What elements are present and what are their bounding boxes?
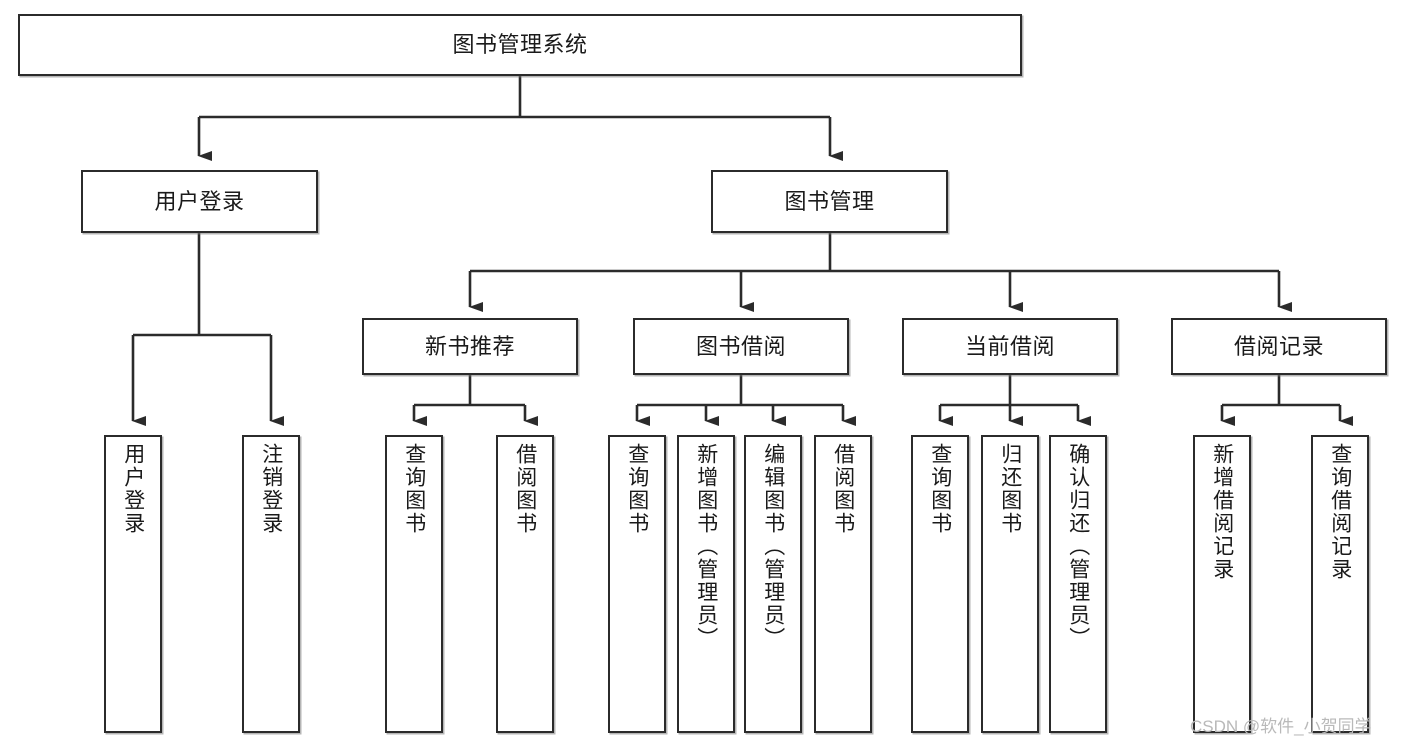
node-label: 用户登录: [154, 188, 245, 214]
node-current-borrowing[interactable]: 当前借阅: [902, 318, 1118, 375]
node-label: 查询图书: [625, 443, 649, 535]
node-label: 确认归还（管理员）: [1066, 443, 1090, 650]
node-user-login[interactable]: 用户登录: [81, 170, 318, 233]
node-book-borrowing[interactable]: 图书借阅: [633, 318, 849, 375]
node-label: 查询图书: [928, 443, 952, 535]
node-borrowing-record[interactable]: 借阅记录: [1171, 318, 1387, 375]
node-leaf-query-book-new-rec[interactable]: 查询图书: [385, 435, 443, 733]
node-label: 归还图书: [998, 443, 1022, 535]
node-leaf-add-borrow-record[interactable]: 新增借阅记录: [1193, 435, 1251, 733]
node-label: 图书借阅: [695, 333, 786, 359]
node-label: 注销登录: [259, 443, 283, 535]
node-label: 借阅记录: [1233, 333, 1324, 359]
node-label: 当前借阅: [964, 333, 1055, 359]
node-book-management[interactable]: 图书管理: [711, 170, 948, 233]
node-root-book-management-system[interactable]: 图书管理系统: [18, 14, 1022, 76]
node-leaf-edit-book-admin[interactable]: 编辑图书（管理员）: [744, 435, 802, 733]
node-leaf-user-login[interactable]: 用户登录: [104, 435, 162, 733]
node-label: 新增借阅记录: [1210, 443, 1234, 581]
node-label: 查询图书: [402, 443, 426, 535]
node-leaf-return-book[interactable]: 归还图书: [981, 435, 1039, 733]
node-new-book-recommendation[interactable]: 新书推荐: [362, 318, 578, 375]
node-leaf-confirm-return-admin[interactable]: 确认归还（管理员）: [1049, 435, 1107, 733]
node-leaf-borrow-book[interactable]: 借阅图书: [814, 435, 872, 733]
node-leaf-query-book-borrow[interactable]: 查询图书: [608, 435, 666, 733]
node-label: 查询借阅记录: [1328, 443, 1352, 581]
node-label: 借阅图书: [513, 443, 537, 535]
node-label: 图书管理: [784, 188, 875, 214]
node-label: 新书推荐: [424, 333, 515, 359]
node-label: 新增图书（管理员）: [694, 443, 718, 650]
csdn-watermark: CSDN @软件_小贺同学: [1190, 717, 1372, 736]
node-label: 用户登录: [121, 443, 145, 535]
node-label: 图书管理系统: [452, 32, 588, 58]
node-leaf-add-book-admin[interactable]: 新增图书（管理员）: [677, 435, 735, 733]
node-label: 借阅图书: [831, 443, 855, 535]
node-leaf-query-borrow-record[interactable]: 查询借阅记录: [1311, 435, 1369, 733]
node-leaf-borrow-book-new-rec[interactable]: 借阅图书: [496, 435, 554, 733]
node-leaf-query-book-current[interactable]: 查询图书: [911, 435, 969, 733]
node-label: 编辑图书（管理员）: [761, 443, 785, 650]
node-leaf-logout[interactable]: 注销登录: [242, 435, 300, 733]
